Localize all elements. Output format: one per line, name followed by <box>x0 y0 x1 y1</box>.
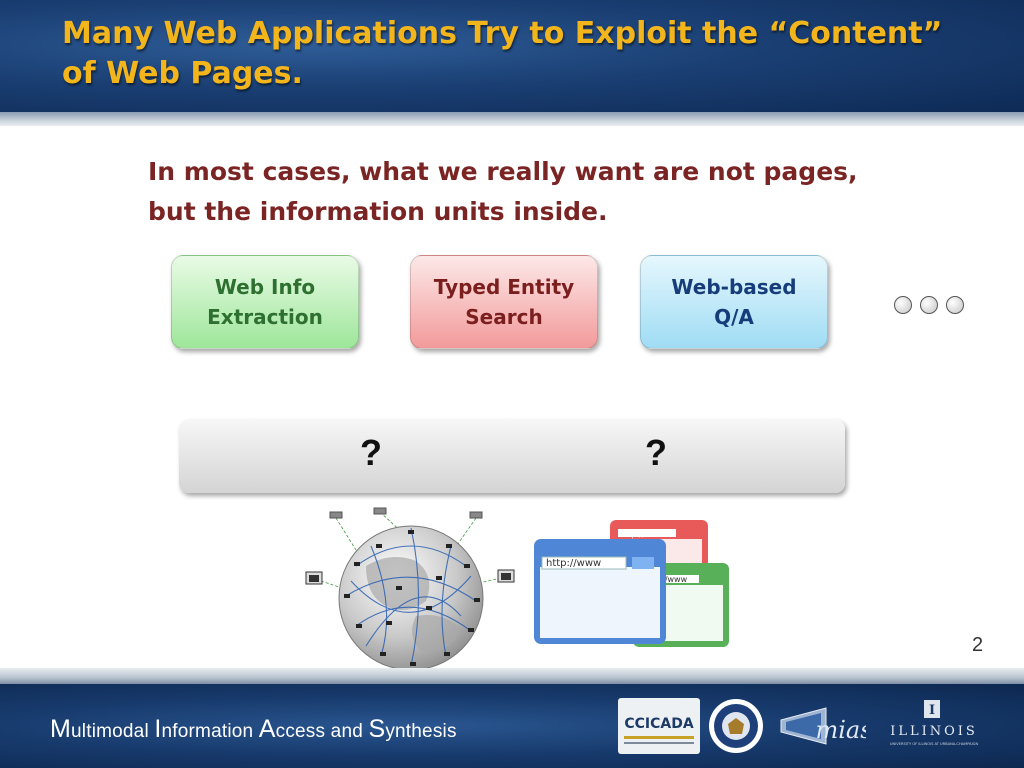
mias-logo: mias <box>780 707 866 745</box>
illinois-subtitle: UNIVERSITY OF ILLINOIS AT URBANA-CHAMPAI… <box>890 742 979 746</box>
footer-title: Multimodal Information Access and Synthe… <box>50 715 457 744</box>
ellipsis-icon <box>894 296 964 314</box>
unknown-layer-bar: ? ? <box>179 419 845 493</box>
slide-title: Many Web Applications Try to Exploit the… <box>62 14 982 94</box>
subtitle-line-1: In most cases, what we really want are n… <box>148 157 858 186</box>
dhs-seal-logo <box>709 699 763 753</box>
web-info-extraction-box: Web Info Extraction <box>171 255 359 349</box>
title-line-2: of Web Pages. <box>62 56 303 91</box>
header-banner: Many Web Applications Try to Exploit the… <box>0 0 1024 112</box>
footer-word: ccess and <box>275 721 369 742</box>
ellipsis-dot <box>920 296 938 314</box>
footer-word: ynthesis <box>385 721 457 742</box>
illinois-wordmark: ILLINOIS <box>890 724 978 739</box>
box-label: Web Info Extraction <box>207 275 323 329</box>
red-window-url: http://www <box>620 530 665 539</box>
ellipsis-dot <box>894 296 912 314</box>
footer-cap: I <box>154 715 162 743</box>
blue-window-url: http://www <box>546 558 601 569</box>
box-label: Web-based Q/A <box>671 275 797 329</box>
mias-wordmark: mias <box>815 716 866 744</box>
footer-word: nformation <box>161 721 259 742</box>
ellipsis-dot <box>946 296 964 314</box>
header-divider <box>0 112 1024 126</box>
svg-text:I: I <box>929 703 935 718</box>
illinois-logo: I ILLINOIS UNIVERSITY OF ILLINOIS AT URB… <box>890 700 979 746</box>
globe-network-icon <box>305 507 515 671</box>
web-based-qa-box: Web-based Q/A <box>640 255 828 349</box>
footer-cap: M <box>50 715 72 743</box>
typed-entity-search-box: Typed Entity Search <box>410 255 598 349</box>
question-mark: ? <box>645 432 667 473</box>
footer-word: ultimodal <box>71 721 155 742</box>
subtitle-line-2: but the information units inside. <box>148 197 608 226</box>
ccicada-wordmark: CCICADA <box>624 716 693 732</box>
footer-banner: Multimodal Information Access and Synthe… <box>0 684 1024 768</box>
browser-windows-icon: http://www http://www http://www <box>534 520 729 647</box>
title-line-1: Many Web Applications Try to Exploit the… <box>62 16 943 51</box>
slide-subtitle: In most cases, what we really want are n… <box>148 152 908 232</box>
footer-divider <box>0 668 1024 684</box>
footer-cap: A <box>258 715 276 743</box>
slide-number: 2 <box>972 634 984 656</box>
footer-cap: S <box>368 715 386 743</box>
ccicada-logo: CCICADA <box>618 698 700 754</box>
question-mark: ? <box>360 432 382 473</box>
box-label: Typed Entity Search <box>433 275 575 329</box>
